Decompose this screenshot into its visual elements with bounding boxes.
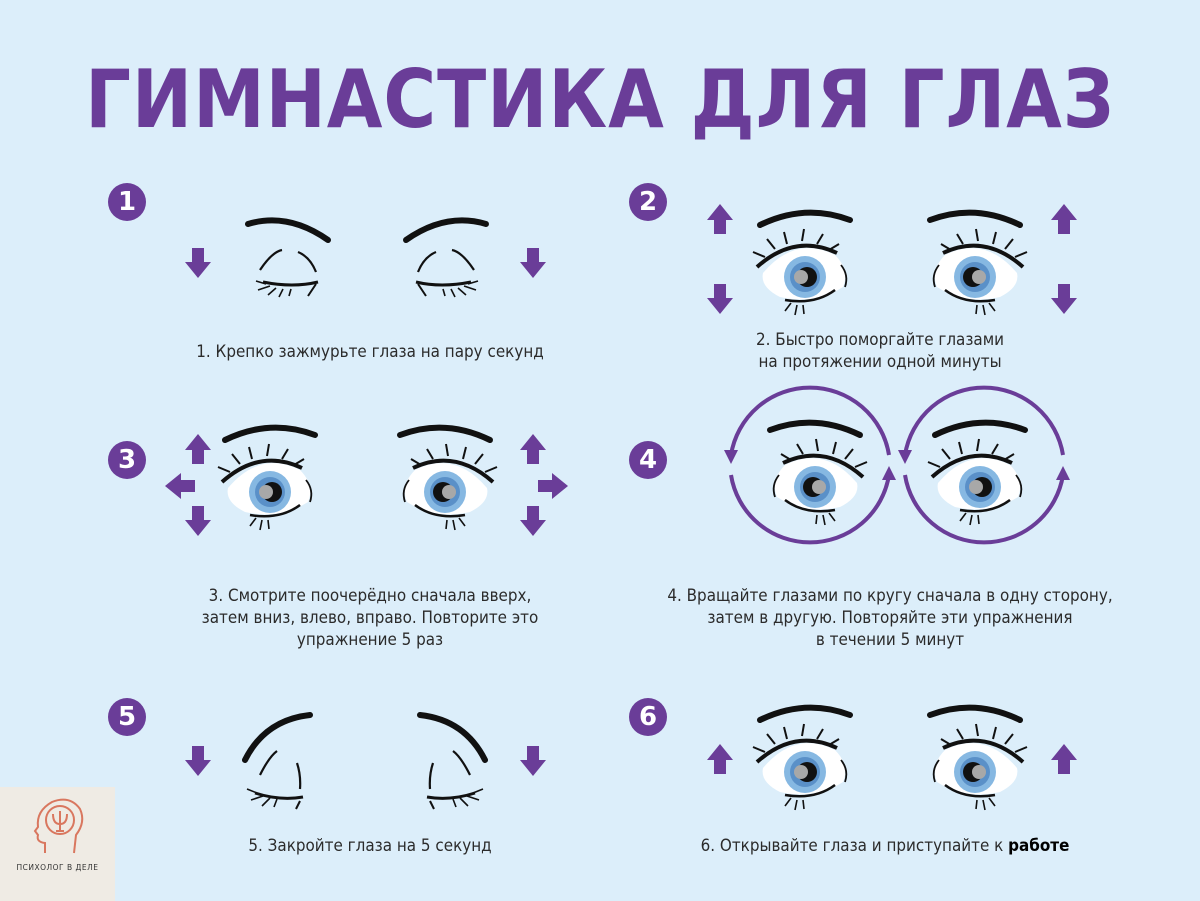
open-eye-icon <box>930 708 1027 810</box>
caption-line: затем в другую. Повторяйте эти упражнени… <box>707 608 1073 627</box>
arrow-down-icon <box>520 248 546 278</box>
arrow-down-icon <box>520 506 546 536</box>
arrow-up-icon <box>707 744 733 774</box>
exercise-5-caption: 5. Закройте глаза на 5 секунд <box>248 836 492 855</box>
caption-line: 4. Вращайте глазами по кругу сначала в о… <box>667 586 1113 605</box>
step-badge-5: 5 <box>108 698 146 736</box>
arrow-left-icon <box>165 473 195 499</box>
arrow-up-icon <box>707 204 733 234</box>
open-eye-icon <box>753 213 850 315</box>
arrow-down-icon <box>707 284 733 314</box>
page-title: ГИМНАСТИКА ДЛЯ ГЛАЗ <box>85 53 1115 146</box>
step-badge-6: 6 <box>629 698 667 736</box>
caption-line: в течении 5 минут <box>815 630 965 649</box>
open-eye-icon <box>770 423 867 525</box>
arrow-up-icon <box>185 434 211 464</box>
arrow-down-icon <box>185 248 211 278</box>
brand-logo: ПСИХОЛОГ В ДЕЛЕ <box>0 787 115 901</box>
open-eye-icon <box>218 428 315 530</box>
caption-line: 3. Смотрите поочерёдно сначала вверх, <box>208 586 532 605</box>
step-badge-3: 3 <box>108 441 146 479</box>
closed-eye-icon <box>406 220 486 297</box>
caption-line: затем вниз, влево, вправо. Повторите это <box>201 608 539 627</box>
arrow-down-icon <box>520 746 546 776</box>
open-eye-icon <box>400 428 497 530</box>
caption-text: 6. Открывайте глаза и приступайте к <box>700 836 1009 855</box>
exercise-2-caption: 2. Быстро поморгайте глазами на протяжен… <box>678 329 1083 373</box>
rotate-circle-icon <box>729 385 1065 545</box>
exercise-3-caption: 3. Смотрите поочерёдно сначала вверх, за… <box>149 585 591 651</box>
closed-eye-icon <box>248 220 328 297</box>
arrow-down-icon <box>185 506 211 536</box>
arrow-up-icon <box>520 434 546 464</box>
step-badge-4: 4 <box>629 441 667 479</box>
arrow-up-icon <box>1051 204 1077 234</box>
exercise-1-caption: 1. Крепко зажмурьте глаза на пару секунд <box>196 342 544 361</box>
closed-eye-icon <box>420 715 485 809</box>
head-psi-icon <box>33 798 84 854</box>
logo-text: ПСИХОЛОГ В ДЕЛЕ <box>16 863 99 872</box>
caption-line: 2. Быстро поморгайте глазами <box>755 330 1005 349</box>
step-badge-1: 1 <box>108 183 146 221</box>
step-badge-2: 2 <box>629 183 667 221</box>
open-eye-icon <box>753 708 850 810</box>
arrow-right-icon <box>538 473 568 499</box>
exercise-6-caption: 6. Открывайте глаза и приступайте к рабо… <box>669 835 1101 857</box>
arrow-up-icon <box>1051 744 1077 774</box>
open-eye-icon <box>930 213 1027 315</box>
caption-line: на протяжении одной минуты <box>758 352 1002 371</box>
exercise-4-caption: 4. Вращайте глазами по кругу сначала в о… <box>642 585 1139 651</box>
caption-bold-word: работе <box>1008 836 1070 855</box>
arrow-down-icon <box>185 746 211 776</box>
open-eye-icon <box>928 423 1025 525</box>
caption-line: упражнение 5 раз <box>296 630 444 649</box>
arrow-down-icon <box>1051 284 1077 314</box>
closed-eye-icon <box>245 715 310 809</box>
